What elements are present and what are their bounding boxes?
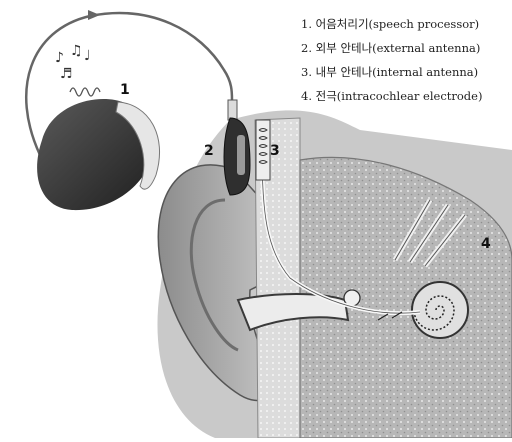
callout-4: 4 xyxy=(481,236,491,252)
svg-text:♫: ♫ xyxy=(70,43,83,59)
svg-text:♪: ♪ xyxy=(55,50,64,66)
internal-antenna xyxy=(256,120,270,180)
callout-3: 3 xyxy=(270,143,280,159)
svg-text:♩: ♩ xyxy=(84,48,91,64)
external-antenna xyxy=(224,100,250,195)
legend-item-external-antenna: 2. 외부 안테나(external antenna) xyxy=(301,40,512,64)
svg-text:♬: ♬ xyxy=(60,66,73,82)
sound-wave-icon xyxy=(70,88,100,96)
legend: 1. 어음처리기(speech processor) 2. 외부 안테나(ext… xyxy=(301,16,512,112)
callout-2: 2 xyxy=(204,143,214,159)
callout-1: 1 xyxy=(120,82,130,98)
legend-item-speech-processor: 1. 어음처리기(speech processor) xyxy=(301,16,512,40)
legend-item-internal-antenna: 3. 내부 안테나(internal antenna) xyxy=(301,64,512,88)
speech-processor-device xyxy=(37,99,159,210)
music-notes-icon: ♪ ♫♩ ♬ xyxy=(55,43,91,82)
legend-item-intracochlear-electrode: 4. 전극(intracochlear electrode) xyxy=(301,88,512,112)
